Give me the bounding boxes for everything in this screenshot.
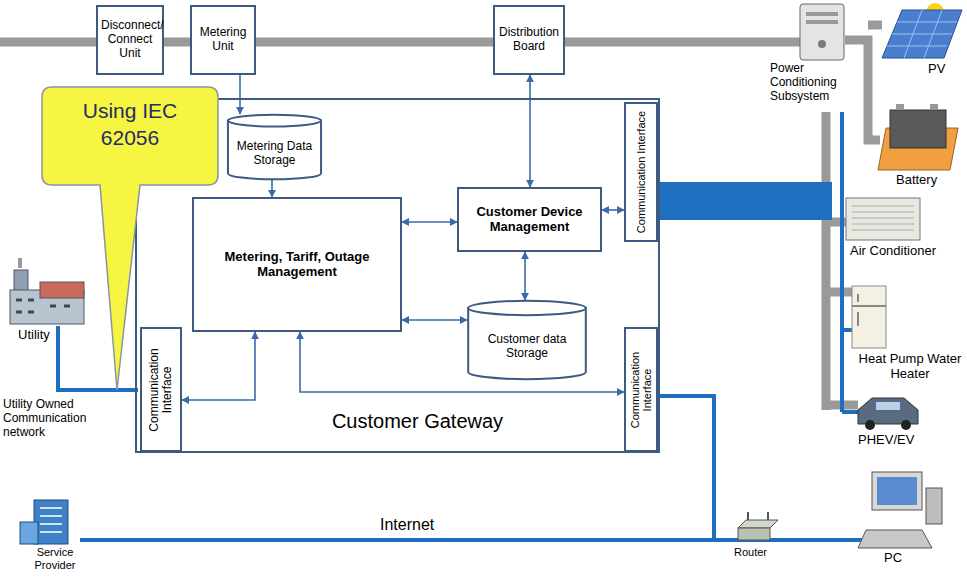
network-label: Utility Owned Communication network [3,398,95,439]
node-label: Using IEC 62056 [55,97,205,152]
interface-box: Communication Interface [140,327,182,452]
device-label: Router [734,546,790,559]
device-label: Heat Pump Water Heater [858,352,962,382]
connector-arrow [529,75,531,187]
device-label: PV [928,62,962,77]
power-line [0,25,882,410]
node-label: Disconnect/ Connect Unit [101,19,159,60]
process-box: Customer Device Management [457,187,602,252]
unit-box: Distribution Board [493,5,565,75]
connector-arrow [524,252,526,300]
node-label: Communication Interface [148,332,174,447]
device-label: Utility [18,328,78,343]
connector-arrow [402,221,457,223]
ev-icon [858,398,918,430]
connector-arrow [602,209,624,211]
device-label: Air Conditioner [850,244,960,259]
connector-arrow [402,319,467,321]
node-label: Communication Interface [629,332,653,447]
interface-box: Communication Interface [624,102,658,242]
node-label: Customer Device Management [462,205,597,235]
device-label: Service Provider [20,546,90,571]
pc-icon [858,472,942,548]
node-label: Customer data Storage [472,333,582,361]
device-label: Power Conditioning Subsystem [770,62,852,103]
router-icon [738,512,778,540]
device-label: Battery [896,173,962,188]
pv-icon [882,3,962,58]
battery-icon [878,104,958,170]
connector-arrow [271,180,273,197]
air-conditioner-icon [846,198,920,240]
device-label: PC [884,551,924,566]
process-box: Metering, Tariff, Outage Management [192,197,402,332]
building-icon [20,500,68,544]
storage-cylinder: Metering Data Storage [227,114,322,180]
node-label: Customer Gateway [137,410,658,433]
connector-arrow [182,332,255,400]
node-label: Distribution Board [498,26,560,54]
connector-arrow [239,75,241,114]
node-label: Communication Interface [635,107,647,237]
node-label: Metering Data Storage [232,140,317,168]
callout-bubble: Using IEC 62056 [40,85,220,393]
node-label: Metering Unit [195,26,251,54]
unit-box: Metering Unit [190,5,256,75]
storage-cylinder: Customer data Storage [467,300,587,380]
water-heater-icon [852,286,886,348]
interface-box: Communication Interface [624,327,658,452]
network-label: Internet [380,516,460,534]
pcs-icon [800,4,844,60]
unit-box: Disconnect/ Connect Unit [96,5,164,75]
utility-icon [10,258,84,324]
device-label: PHEV/EV [858,433,938,448]
node-label: Metering, Tariff, Outage Management [197,250,397,280]
